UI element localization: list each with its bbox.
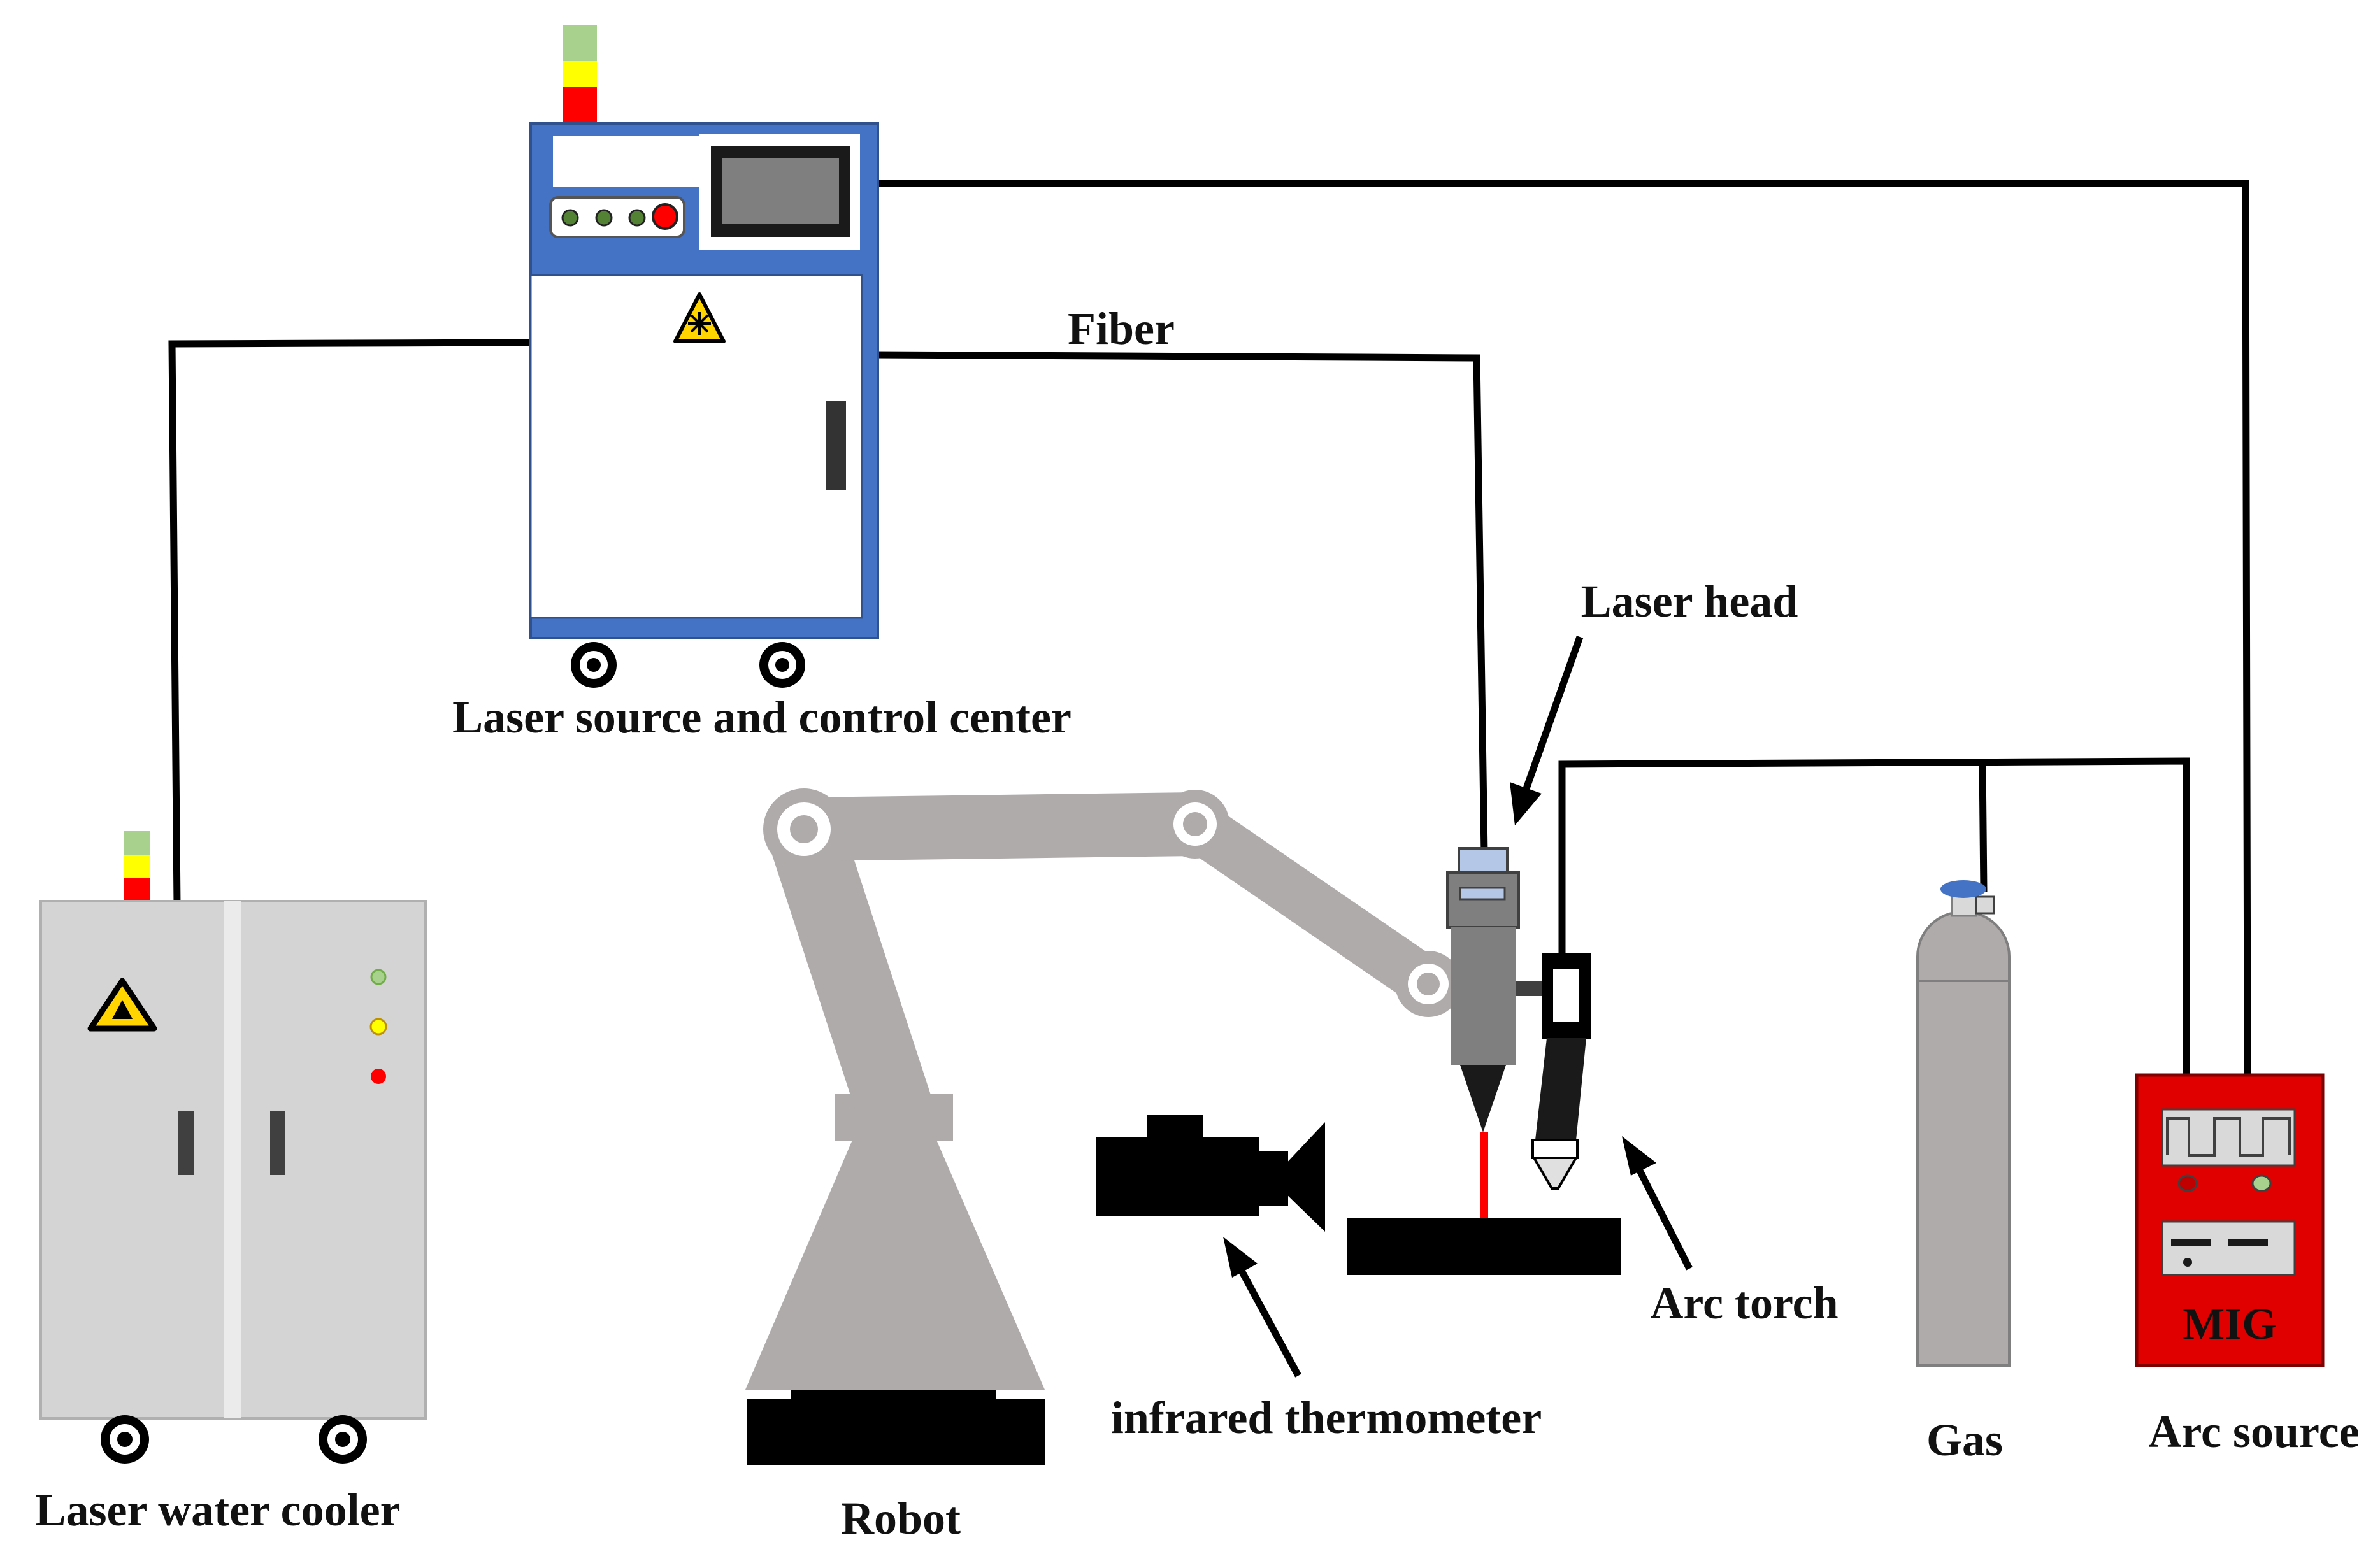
- robot-upper-arm: [772, 792, 1227, 861]
- label-laser-source: Laser source and control center: [452, 692, 1072, 743]
- robot-forearm: [1170, 799, 1454, 1009]
- arc-torch: [1516, 953, 1591, 1190]
- robot-elbow-joint: [1161, 790, 1229, 859]
- mig-arc-source: MIG: [2135, 1073, 2325, 1367]
- gas-cylinder: [1916, 880, 2011, 1367]
- arrow-laser-head-shaft: [1523, 636, 1584, 790]
- infrared-thermometer: [1096, 1115, 1325, 1232]
- gas-valve: [1975, 895, 1995, 915]
- touch-screen-display: [722, 158, 839, 224]
- laser-nozzle: [1460, 1065, 1506, 1132]
- laser-warning-symbol: [688, 312, 711, 335]
- laser-water-cooler: [39, 831, 427, 1464]
- thermometer-top: [1147, 1115, 1203, 1141]
- robot-shoulder-joint: [763, 788, 845, 870]
- workpiece: [1347, 1218, 1621, 1275]
- wire-gas-to-torch: [1979, 762, 1988, 892]
- laser-source-cabinet: [529, 25, 879, 688]
- cooler-wheel-left: [101, 1415, 149, 1464]
- mig-waveform-icon: [2166, 1117, 2291, 1157]
- torch-tip: [1531, 1157, 1579, 1190]
- cooler-wheel-right: [319, 1415, 367, 1464]
- label-gas: Gas: [1926, 1415, 2003, 1465]
- wire-torch-to-arc-source: [1558, 757, 2190, 1075]
- label-water-cooler: Laser water cooler: [35, 1485, 400, 1536]
- mig-control-dot: [2183, 1258, 2192, 1267]
- arrow-thermometer-head: [1223, 1237, 1258, 1278]
- wire-cooler-to-source: [168, 339, 531, 905]
- mig-label: MIG: [2183, 1300, 2277, 1349]
- robot-pedestal: [745, 1140, 1045, 1390]
- laser-head-connector: [1458, 847, 1509, 875]
- robot-lower-arm: [766, 791, 935, 1153]
- label-fiber: Fiber: [1068, 303, 1175, 354]
- thermometer-lens: [1283, 1122, 1325, 1232]
- torch-clamp-window: [1553, 969, 1579, 1022]
- cabinet-wheel-right: [759, 642, 805, 688]
- label-robot: Robot: [841, 1493, 961, 1544]
- mig-control-dash-1: [2171, 1239, 2211, 1246]
- fiber-cable: [873, 351, 1488, 854]
- cooler-signal-green: [124, 831, 150, 855]
- cooler-indicator-red: [371, 1069, 386, 1084]
- gas-cylinder-body-base: [1916, 980, 2011, 1367]
- wire-source-to-arc-source: [874, 180, 2251, 1076]
- hazard-warning-symbol: [112, 1000, 133, 1019]
- cooler-handle-right: [270, 1111, 285, 1175]
- mig-control-dash-2: [2228, 1239, 2268, 1246]
- robot-wrist-joint: [1395, 951, 1461, 1017]
- emergency-stop-button: [652, 203, 678, 230]
- control-button-1: [561, 209, 579, 227]
- control-button-3: [628, 209, 646, 227]
- label-arc-torch: Arc torch: [1650, 1278, 1838, 1329]
- connections: [168, 180, 2251, 1076]
- torch-body: [1535, 1038, 1586, 1140]
- cooler-signal-yellow: [124, 855, 150, 878]
- signal-light-red: [563, 87, 597, 124]
- cooler-indicator-yellow: [369, 1018, 387, 1036]
- robot-arm: [745, 788, 1461, 1465]
- signal-light-yellow: [563, 61, 597, 87]
- cabinet-wheel-left: [571, 642, 617, 688]
- laser-head-collar-slot: [1459, 887, 1506, 901]
- cooler-handle-left: [178, 1111, 194, 1175]
- laser-head: [1446, 847, 1520, 1222]
- robot-base-plate: [747, 1399, 1045, 1465]
- cabinet-door-handle: [826, 401, 846, 490]
- arrow-arc-torch-shaft: [1637, 1169, 1693, 1271]
- control-button-2: [595, 209, 613, 227]
- gas-cylinder-cap: [1940, 880, 1986, 898]
- mig-control-panel: [2161, 1220, 2296, 1276]
- torch-ring: [1531, 1139, 1579, 1159]
- laser-head-body: [1451, 927, 1516, 1065]
- thermometer-neck: [1252, 1151, 1288, 1206]
- arrow-laser-head-head: [1510, 782, 1542, 825]
- mig-indicator-green: [2251, 1174, 2272, 1192]
- control-button-panel: [549, 196, 685, 238]
- label-thermometer: infrared thermometer: [1111, 1392, 1542, 1443]
- label-arc-source: Arc source: [2148, 1406, 2359, 1457]
- signal-light-green: [563, 25, 597, 61]
- cooler-signal-red: [124, 878, 150, 901]
- torch-mount-bar: [1516, 981, 1544, 996]
- arrow-arc-torch-head: [1622, 1136, 1656, 1176]
- thermometer-body: [1096, 1137, 1259, 1216]
- label-laser-head: Laser head: [1581, 576, 1798, 627]
- cooler-door-seam: [224, 901, 241, 1418]
- robot-base-top: [791, 1387, 996, 1404]
- cooler-indicator-green: [370, 969, 387, 985]
- arrow-thermometer-shaft: [1237, 1265, 1301, 1378]
- mig-indicator-red: [2177, 1174, 2198, 1192]
- cabinet-upper-panel: [553, 136, 699, 187]
